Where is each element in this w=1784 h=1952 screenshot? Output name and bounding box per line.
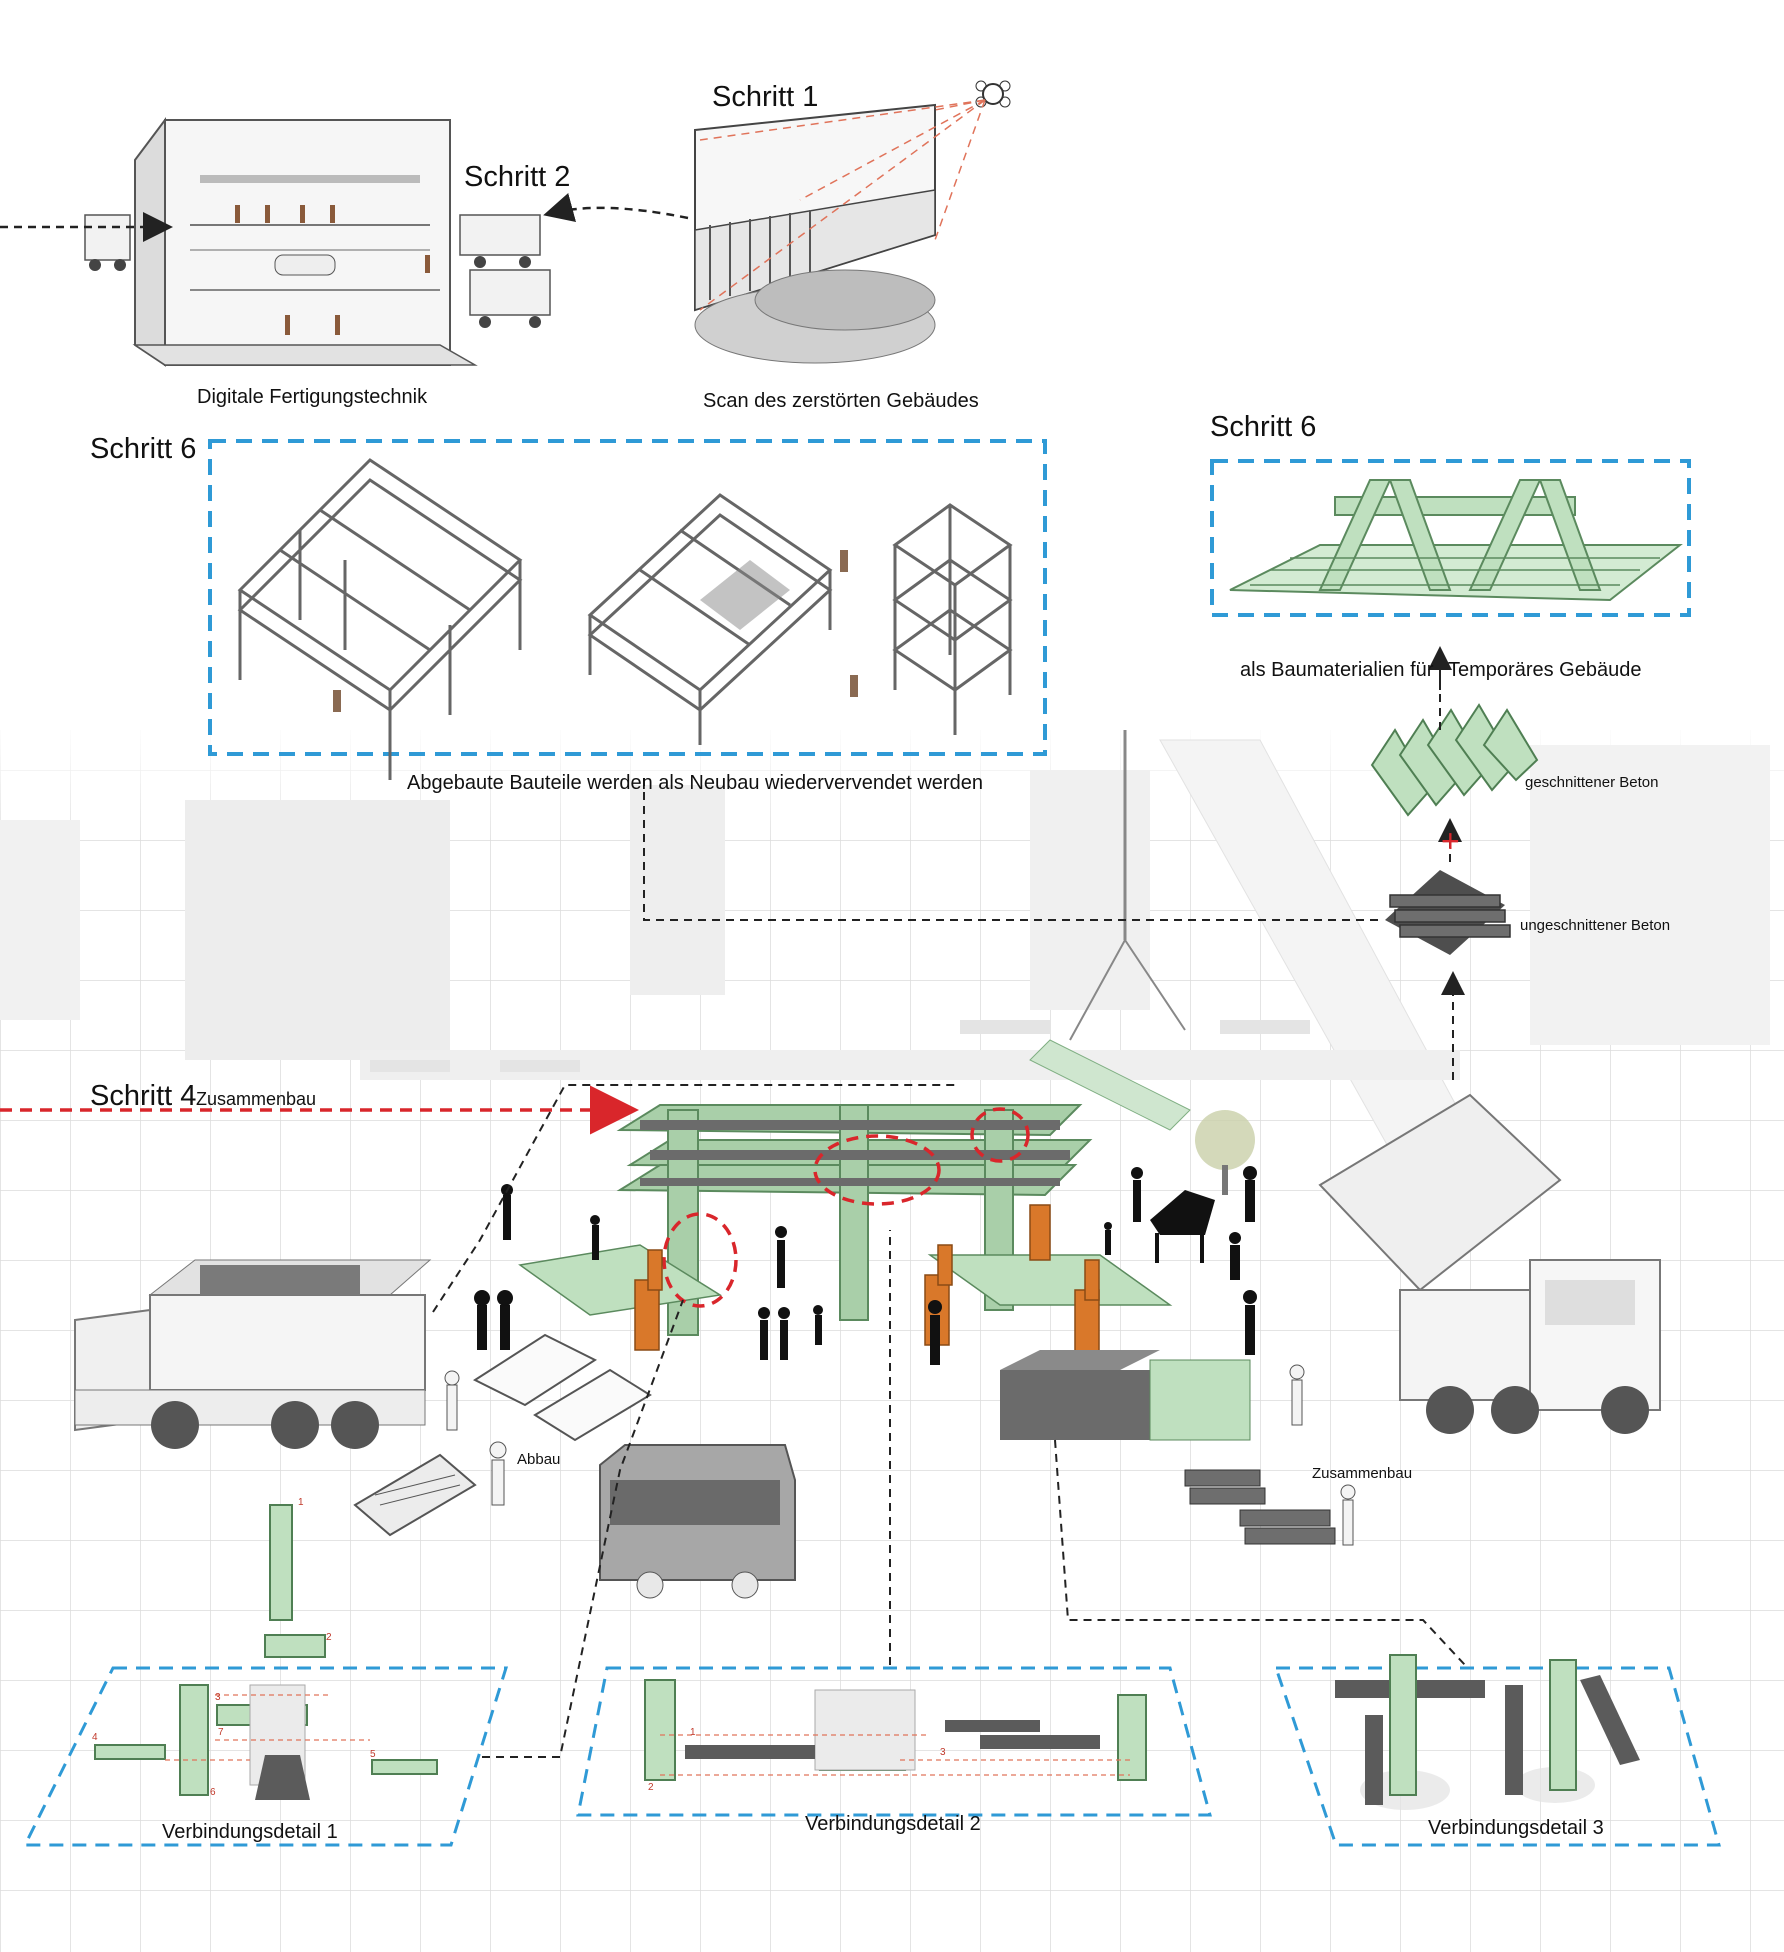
caption-digitale-fertigungstechnik: Digitale Fertigungstechnik: [197, 386, 428, 408]
caption-zusammenbau-small: Zusammenbau: [1312, 1465, 1412, 1482]
tree-icon: [1195, 1110, 1255, 1195]
label-schritt-6-right: Schritt 6: [1210, 411, 1316, 443]
caption-als-baumaterialien: als Baumaterialien für: [1240, 659, 1434, 681]
detail1-number-3: 3: [215, 1692, 221, 1703]
detail2-number-3: 3: [940, 1747, 946, 1758]
detail1-number-4: 4: [92, 1732, 98, 1743]
people-silhouettes: [474, 1166, 1257, 1365]
construction-scene: [74, 730, 1661, 1599]
caption-ungeschnittener-beton: ungeschnittener Beton: [1520, 917, 1670, 934]
drone-icon: [975, 80, 1011, 108]
caption-verbindungsdetail-1: Verbindungsdetail 1: [162, 1821, 338, 1843]
detail-box-3: [1273, 1654, 1721, 1847]
detail1-number-5: 5: [370, 1749, 376, 1760]
scan-building-illustration: [694, 80, 1011, 364]
detail1-number-2: 2: [326, 1632, 332, 1643]
dump-truck-right: [1318, 1093, 1661, 1434]
caption-abbau: Abbau: [517, 1451, 560, 1468]
caption-abgebaute-bauteile: Abgebaute Bauteile werden als Neubau wie…: [407, 772, 983, 794]
label-schritt-4: Schritt 4: [90, 1080, 196, 1112]
detail1-number-6: 6: [210, 1787, 216, 1798]
cut-concrete-pile: [1370, 703, 1539, 817]
detail-box-2: 1 2 3: [576, 1666, 1212, 1817]
label-zusammenbau-main: Zusammenbau: [196, 1089, 316, 1109]
bus: [599, 1444, 796, 1599]
detail2-number-2: 2: [648, 1782, 654, 1793]
caption-scan: Scan des zerstörten Gebäudes: [703, 390, 979, 412]
flow-connectors: [0, 193, 1466, 1758]
detail1-number-1: 1: [298, 1497, 304, 1508]
caption-verbindungsdetail-3: Verbindungsdetail 3: [1428, 1817, 1604, 1839]
dump-truck-left: [74, 1259, 432, 1449]
detail-box-1: 1 2 3 4 5 6 7: [22, 1497, 509, 1847]
caption-verbindungsdetail-2: Verbindungsdetail 2: [805, 1813, 981, 1835]
factory-illustration: [84, 117, 551, 367]
label-schritt-2: Schritt 2: [464, 161, 570, 193]
detail1-number-7: 7: [218, 1727, 224, 1738]
caption-geschnittener-beton: geschnittener Beton: [1525, 774, 1658, 791]
text-labels: Schritt 1 Schritt 2 Schritt 6 Schritt 6 …: [90, 81, 1670, 1843]
label-schritt-1: Schritt 1: [712, 81, 818, 113]
detail2-number-1: 1: [690, 1727, 696, 1738]
schritt6-temporary-box: [1210, 459, 1691, 617]
plus-sign: +: [1441, 823, 1460, 859]
piano-icon: [1150, 1190, 1215, 1263]
uncut-concrete-pile: [1385, 870, 1511, 955]
label-schritt-6-left: Schritt 6: [90, 433, 196, 465]
schritt6-frames-box: [208, 439, 1047, 780]
caption-temporaeres-gebaeude: Temporäres Gebäude: [1448, 659, 1641, 681]
